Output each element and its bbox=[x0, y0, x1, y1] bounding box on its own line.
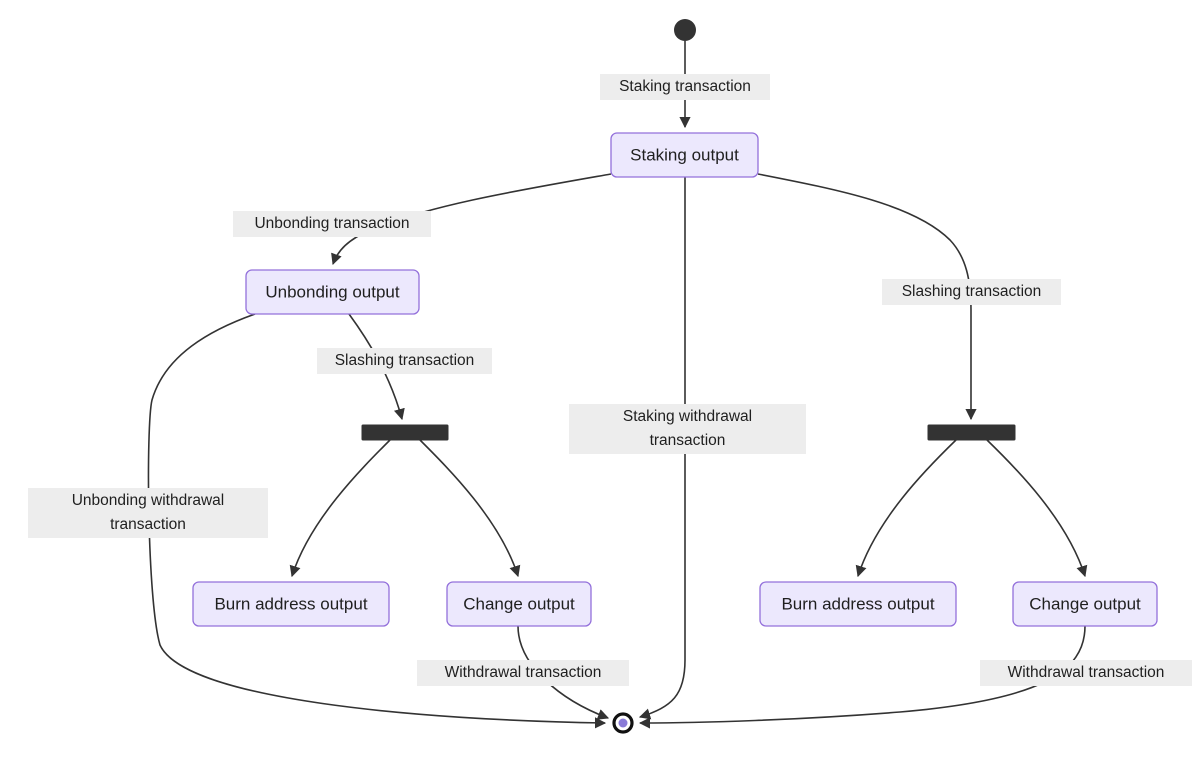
state-node-burn-address-output-right[interactable]: Burn address output bbox=[759, 581, 957, 627]
edge-label-withdrawal-transaction-left: Withdrawal transaction bbox=[417, 660, 629, 687]
edge-label-withdrawal-transaction-right: Withdrawal transaction bbox=[980, 660, 1192, 687]
state-label-burn-address-output-left: Burn address output bbox=[214, 594, 367, 613]
state-label-change-output-right: Change output bbox=[1029, 594, 1141, 613]
state-label-burn-address-output-right: Burn address output bbox=[781, 594, 934, 613]
state-label-change-output-left: Change output bbox=[463, 594, 575, 613]
edge-fork-left-to-burn bbox=[289, 439, 391, 578]
end-node-core bbox=[618, 718, 628, 728]
edge-label-slashing-transaction-left: Slashing transaction bbox=[317, 348, 492, 375]
state-label-staking-output: Staking output bbox=[630, 145, 739, 164]
state-box-burn-address-output-left[interactable] bbox=[192, 581, 390, 627]
state-node-change-output-left[interactable]: Change output bbox=[446, 581, 592, 627]
state-node-change-output-right[interactable]: Change output bbox=[1012, 581, 1158, 627]
edge-label-slashing-transaction-right: Slashing transaction bbox=[882, 279, 1061, 306]
fork-bar-left bbox=[361, 424, 449, 441]
state-box-burn-address-output-right[interactable] bbox=[759, 581, 957, 627]
state-box-change-output-left[interactable] bbox=[446, 581, 592, 627]
edge-label-unbonding-transaction: Unbonding transaction bbox=[233, 211, 431, 238]
edge-label-staking-withdrawal-transaction: Staking withdrawal transaction bbox=[569, 404, 806, 455]
state-node-burn-address-output-left[interactable]: Burn address output bbox=[192, 581, 390, 627]
state-box-change-output-right[interactable] bbox=[1012, 581, 1158, 627]
state-label-unbonding-output: Unbonding output bbox=[265, 282, 400, 301]
state-node-staking-output[interactable]: Staking output bbox=[610, 132, 759, 178]
state-node-unbonding-output[interactable]: Unbonding output bbox=[245, 269, 420, 315]
state-box-unbonding-output[interactable] bbox=[245, 269, 420, 315]
edge-label-staking-transaction: Staking transaction bbox=[600, 74, 770, 101]
edge-unbonding-withdrawal-transaction bbox=[147, 313, 607, 729]
edge-fork-right-to-burn bbox=[855, 439, 957, 578]
end-node bbox=[612, 712, 634, 734]
edge-staking-withdrawal-transaction bbox=[638, 177, 686, 720]
fork-bar-right bbox=[927, 424, 1016, 441]
start-node bbox=[674, 19, 696, 41]
edge-label-unbonding-withdrawal-transaction: Unbonding withdrawal transaction bbox=[28, 488, 268, 539]
edge-fork-left-to-change bbox=[419, 439, 521, 578]
state-box-staking-output[interactable] bbox=[610, 132, 759, 178]
edge-fork-right-to-change bbox=[986, 439, 1088, 578]
